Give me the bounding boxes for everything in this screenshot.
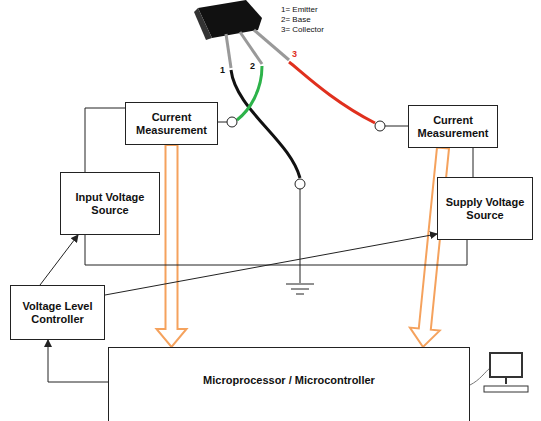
transistor-face [194, 8, 212, 40]
computer-icon [484, 353, 528, 392]
wire [385, 126, 408, 127]
pin-legend: 1= Emitter [281, 5, 318, 14]
terminal [375, 121, 385, 131]
emitter-wire [231, 70, 300, 178]
wire-connector [85, 108, 125, 172]
processor-box: Microprocessor / Microcontroller [108, 347, 470, 421]
node-text: Current Measurement [414, 114, 492, 140]
measurement-box: Current Measurement [125, 102, 218, 145]
wire-connector [48, 340, 108, 382]
measurement-box: Current Measurement [408, 105, 498, 148]
terminal [295, 179, 305, 189]
wire-connector [473, 148, 474, 177]
base-wire [237, 66, 262, 120]
pin-legend: 3= Collector [281, 25, 324, 34]
controller-box: Voltage Level Controller [10, 285, 105, 340]
data-flow-arrow [157, 145, 187, 347]
ground-wire [300, 189, 301, 283]
pin-legend: 2= Base [281, 15, 311, 24]
collector-wire [289, 62, 375, 123]
cable [470, 368, 490, 385]
pin-number: 2 [250, 62, 255, 71]
base-leg [240, 32, 262, 64]
ground-symbol [286, 284, 314, 294]
terminal [227, 117, 237, 127]
node-text: Current Measurement [131, 111, 212, 137]
transistor [194, 0, 289, 68]
pin-number: 3 [292, 50, 297, 59]
wire [218, 122, 227, 123]
node-text: Input Voltage Source [66, 191, 154, 217]
wire-connector [85, 235, 467, 265]
source-box: Input Voltage Source [60, 172, 160, 235]
wire-connector [40, 235, 78, 285]
node-text: Supply Voltage Source [443, 196, 527, 222]
node-text: Voltage Level Controller [16, 300, 99, 326]
pin-number: 1 [220, 66, 225, 75]
source-box: Supply Voltage Source [437, 177, 533, 240]
node-text: Microprocessor / Microcontroller [203, 374, 375, 387]
emitter-leg [226, 34, 231, 68]
collector-leg [254, 30, 289, 60]
